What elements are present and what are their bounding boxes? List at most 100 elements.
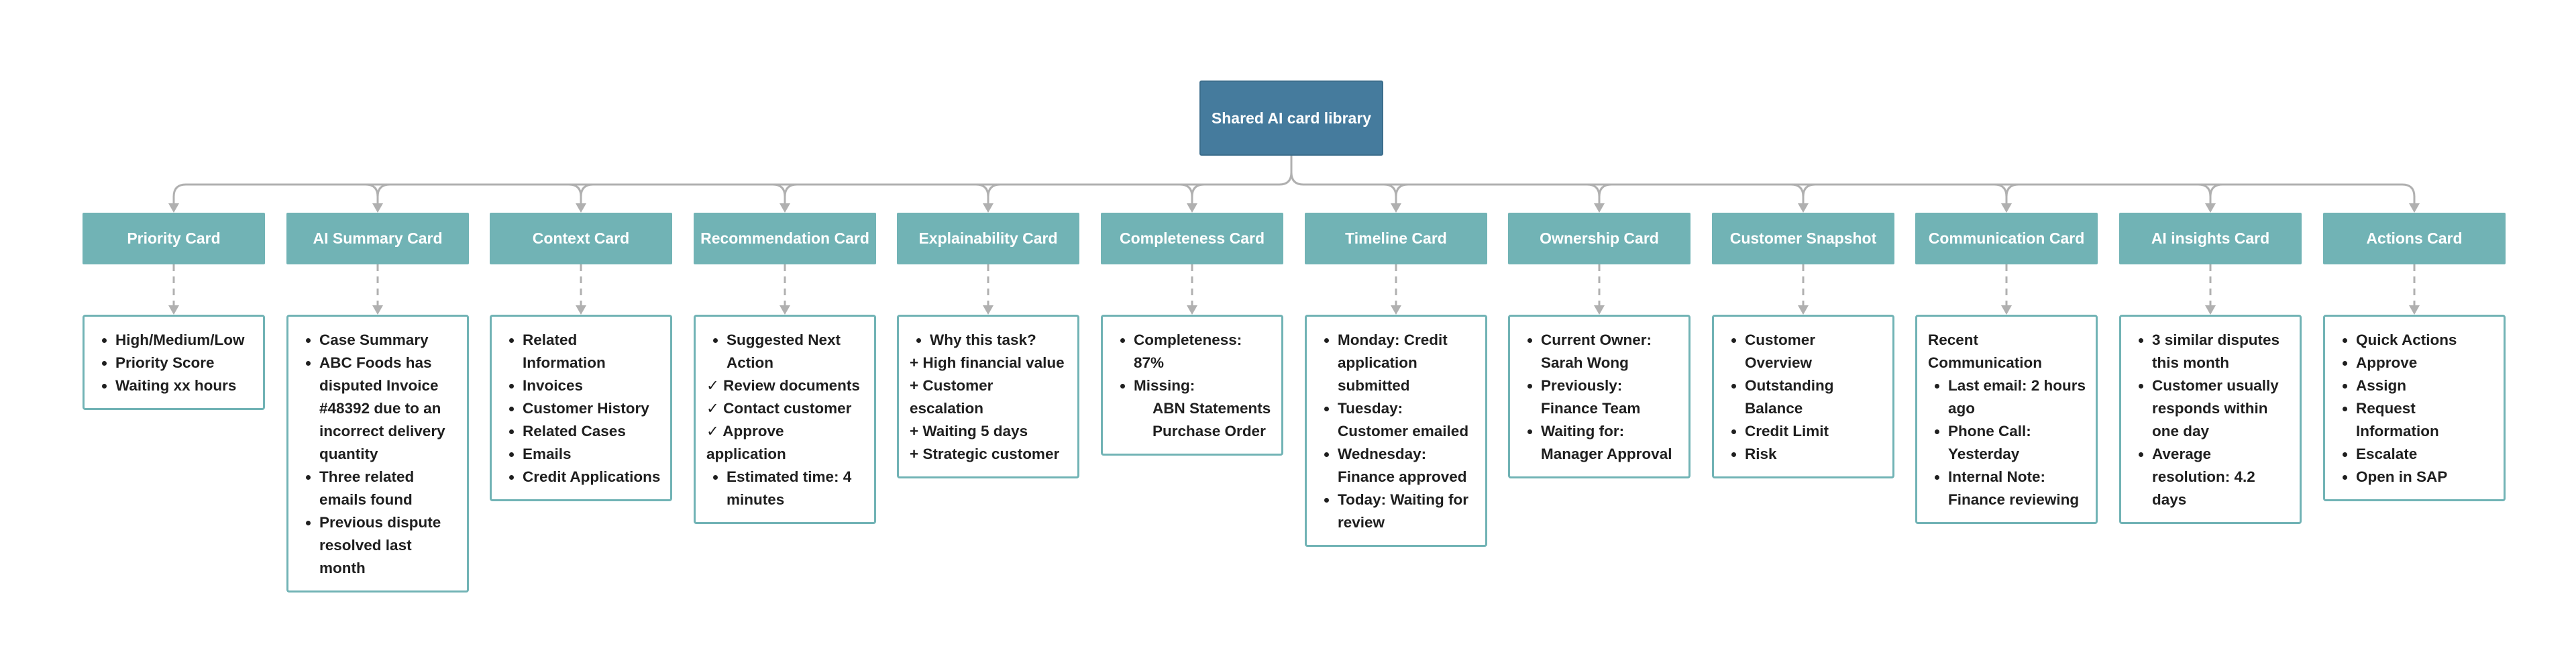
card-bullet: Completeness: 87% bbox=[1134, 329, 1272, 374]
card-bullet: Customer usually responds within one day bbox=[2152, 374, 2290, 443]
dashed-arrow-head-ai-summary bbox=[372, 305, 383, 315]
card-title: Priority Card bbox=[127, 229, 221, 247]
card-bullet: 3 similar disputes this month bbox=[2152, 329, 2290, 374]
card-bullet: Tuesday: Customer emailed bbox=[1338, 397, 1476, 443]
card-title: Customer Snapshot bbox=[1729, 229, 1877, 247]
card-line: + High financial value bbox=[910, 354, 1065, 371]
card-line: + Strategic customer bbox=[910, 446, 1060, 462]
card-bullet: Missing: bbox=[1134, 374, 1272, 397]
dashed-arrow-head-recommendation bbox=[780, 305, 790, 315]
card-bullet: Related Cases bbox=[523, 420, 661, 443]
card-content-ai-insights: 3 similar disputes this monthCustomer us… bbox=[2119, 315, 2302, 524]
branch-line-context bbox=[568, 183, 594, 205]
card-bullet: Risk bbox=[1745, 443, 1883, 466]
card-sub-item: Purchase Order bbox=[1152, 423, 1266, 440]
card-title: Completeness Card bbox=[1119, 229, 1265, 247]
card-content-customer-snapshot: Customer OverviewOutstanding BalanceCred… bbox=[1712, 315, 1894, 478]
arrow-head-ownership bbox=[1594, 203, 1605, 213]
card-bullet: Assign bbox=[2356, 374, 2494, 397]
card-bullet: Previous dispute resolved last month bbox=[319, 511, 458, 580]
arrow-head-explainability bbox=[983, 203, 994, 213]
card-line: ✓ Review documents bbox=[706, 377, 860, 394]
card-header-completeness: Completeness Card bbox=[1101, 213, 1283, 264]
card-content-completeness: Completeness: 87%Missing:ABN StatementsP… bbox=[1101, 315, 1283, 456]
branch-line-timeline bbox=[1383, 183, 1409, 205]
card-header-customer-snapshot: Customer Snapshot bbox=[1712, 213, 1894, 264]
card-bullet: Last email: 2 hours ago bbox=[1948, 374, 2086, 420]
arrow-head-communication bbox=[2001, 203, 2012, 213]
card-bullet: Today: Waiting for review bbox=[1338, 488, 1476, 534]
card-bullet: Outstanding Balance bbox=[1745, 374, 1883, 420]
card-bullet: Phone Call: Yesterday bbox=[1948, 420, 2086, 466]
card-title: Communication Card bbox=[1928, 229, 2085, 247]
card-bullet: Customer Overview bbox=[1745, 329, 1883, 374]
branch-line-communication bbox=[1994, 183, 2019, 205]
branch-line-customer-snapshot bbox=[1790, 183, 1816, 205]
branch-line-recommendation bbox=[772, 183, 798, 205]
card-bullet: Average resolution: 4.2 days bbox=[2152, 443, 2290, 511]
branch-line-priority bbox=[172, 183, 186, 205]
card-header-ai-summary: AI Summary Card bbox=[286, 213, 469, 264]
dashed-arrow-head-timeline bbox=[1391, 305, 1401, 315]
card-bullet: Related Information bbox=[523, 329, 661, 374]
card-bullet: Waiting for: Manager Approval bbox=[1541, 420, 1679, 466]
card-bullet: Suggested Next Action bbox=[727, 329, 865, 374]
card-title: AI insights Card bbox=[2151, 229, 2270, 247]
arrow-head-actions bbox=[2409, 203, 2420, 213]
card-content-communication: Recent CommunicationLast email: 2 hours … bbox=[1915, 315, 2098, 524]
card-header-recommendation: Recommendation Card bbox=[694, 213, 876, 264]
card-line: ✓ Approve application bbox=[706, 423, 786, 462]
card-content-ai-summary: Case SummaryABC Foods has disputed Invoi… bbox=[286, 315, 469, 593]
card-bullet: Wednesday: Finance approved bbox=[1338, 443, 1476, 488]
card-line: + Customer escalation bbox=[910, 377, 994, 417]
dashed-arrow-head-explainability bbox=[983, 305, 994, 315]
branch-line-explainability bbox=[975, 183, 1001, 205]
branch-line-completeness bbox=[1179, 183, 1205, 205]
root-node: Shared AI card library bbox=[1199, 81, 1383, 156]
root-label: Shared AI card library bbox=[1211, 109, 1372, 127]
arrow-head-context bbox=[576, 203, 586, 213]
card-bullet: Open in SAP bbox=[2356, 466, 2494, 488]
dashed-arrow-head-context bbox=[576, 305, 586, 315]
card-title: Timeline Card bbox=[1345, 229, 1447, 247]
card-bullet: Why this task? bbox=[930, 329, 1068, 352]
card-header-ownership: Ownership Card bbox=[1508, 213, 1690, 264]
card-bullet: Credit Applications bbox=[523, 466, 661, 488]
card-content-recommendation: Suggested Next Action ✓ Review documents ✓… bbox=[694, 315, 876, 524]
card-bullet: Internal Note: Finance reviewing bbox=[1948, 466, 2086, 511]
dashed-arrow-head-ownership bbox=[1594, 305, 1605, 315]
card-bullet: Three related emails found bbox=[319, 466, 458, 511]
card-header-ai-insights: AI insights Card bbox=[2119, 213, 2302, 264]
card-bullet: Waiting xx hours bbox=[115, 374, 254, 397]
card-bullet: Estimated time: 4 minutes bbox=[727, 466, 865, 511]
card-content-ownership: Current Owner: Sarah WongPreviously: Fin… bbox=[1508, 315, 1690, 478]
arrow-head-ai-summary bbox=[372, 203, 383, 213]
card-bullet: High/Medium/Low bbox=[115, 329, 254, 352]
card-bullet: Customer History bbox=[523, 397, 661, 420]
arrow-head-timeline bbox=[1391, 203, 1401, 213]
card-bullet: ABC Foods has disputed Invoice #48392 du… bbox=[319, 352, 458, 466]
dashed-arrow-head-completeness bbox=[1187, 305, 1197, 315]
card-header-communication: Communication Card bbox=[1915, 213, 2098, 264]
card-title: AI Summary Card bbox=[313, 229, 443, 247]
card-bullet: Approve bbox=[2356, 352, 2494, 374]
card-content-priority: High/Medium/LowPriority ScoreWaiting xx … bbox=[83, 315, 265, 410]
branch-line-ai-summary bbox=[365, 183, 390, 205]
card-line: + Waiting 5 days bbox=[910, 423, 1028, 440]
branch-line-ai-insights bbox=[2198, 183, 2223, 205]
card-title: Recommendation Card bbox=[700, 229, 869, 247]
card-title: Context Card bbox=[532, 229, 630, 247]
arrow-head-customer-snapshot bbox=[1798, 203, 1809, 213]
card-sub-item: ABN Statements bbox=[1152, 400, 1271, 417]
card-bullet: Quick Actions bbox=[2356, 329, 2494, 352]
card-content-actions: Quick ActionsApproveAssignRequest Inform… bbox=[2323, 315, 2506, 501]
card-bullet: Monday: Credit application submitted bbox=[1338, 329, 1476, 397]
root-stem-right bbox=[1290, 172, 1304, 186]
card-header-timeline: Timeline Card bbox=[1305, 213, 1487, 264]
card-header-context: Context Card bbox=[490, 213, 672, 264]
card-bullet: Request Information bbox=[2356, 397, 2494, 443]
card-bullet: Previously: Finance Team bbox=[1541, 374, 1679, 420]
arrow-head-completeness bbox=[1187, 203, 1197, 213]
